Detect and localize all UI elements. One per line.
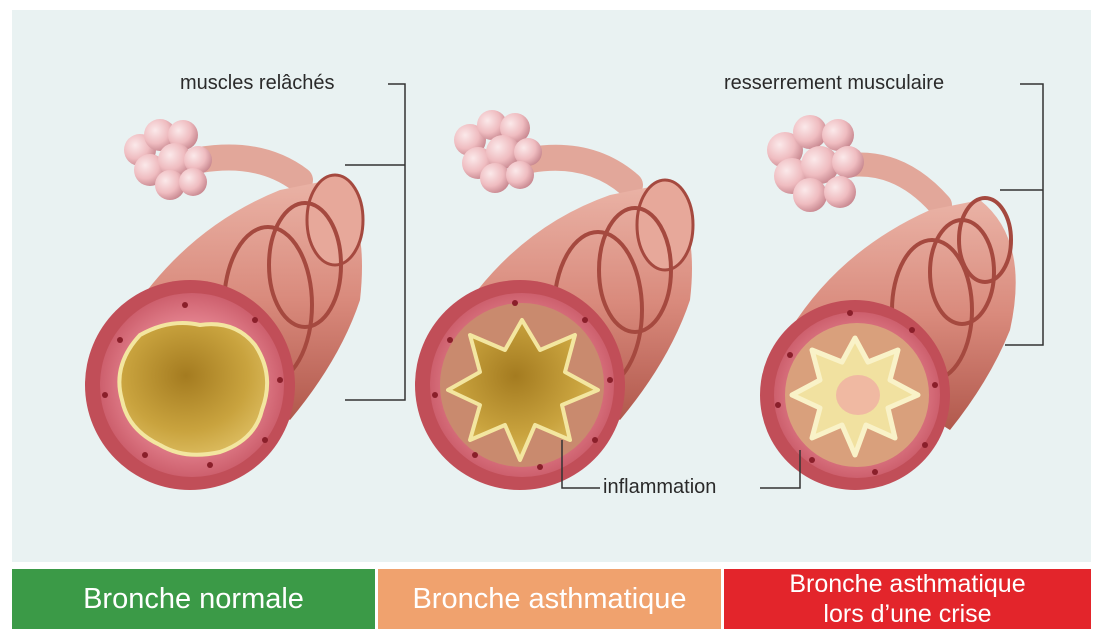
caption-crisis-line1: Bronche asthmatique [789, 569, 1025, 599]
caption-normal-text: Bronche normale [83, 584, 304, 614]
asthmatic-bronchus [415, 110, 693, 490]
label-muscles-relaxed: muscles relâchés [180, 72, 335, 95]
caption-normal-bronchus: Bronche normale [12, 569, 375, 629]
caption-crisis-line2: lors d’une crise [789, 599, 1025, 629]
label-muscle-constriction: resserrement musculaire [724, 72, 944, 95]
caption-asthmatic-text: Bronche asthmatique [412, 584, 686, 614]
label-inflammation: inflammation [603, 476, 716, 499]
normal-bronchus [85, 119, 363, 490]
caption-crisis-bronchus: Bronche asthmatique lors d’une crise [724, 569, 1091, 629]
crisis-bronchus [760, 115, 1016, 490]
caption-asthmatic-bronchus: Bronche asthmatique [378, 569, 721, 629]
